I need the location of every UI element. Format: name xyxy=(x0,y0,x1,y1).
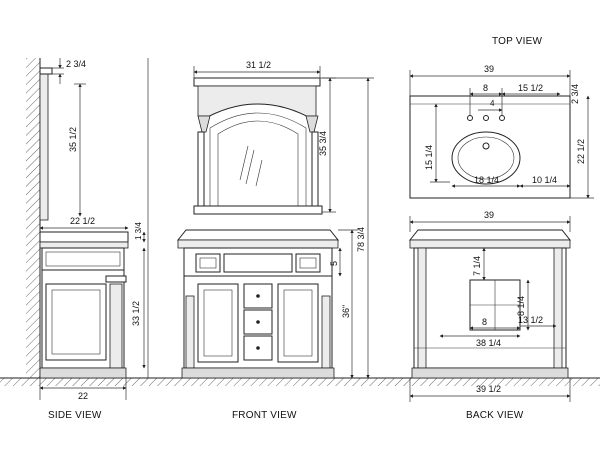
floor-line xyxy=(0,377,600,386)
back-width-label: 39 xyxy=(484,210,494,220)
top-width-label: 39 xyxy=(484,64,494,74)
back-opening-right-label: 13 1/2 xyxy=(518,315,543,325)
top-sink-width-label: 18 1/4 xyxy=(474,175,499,185)
front-view-drawing xyxy=(176,77,340,379)
top-sink-depth-left-label: 15 1/4 xyxy=(424,145,434,170)
top-sink-right-label: 10 1/4 xyxy=(532,175,557,185)
side-view-label: SIDE VIEW xyxy=(48,410,102,421)
side-cabinet-height-label: 33 1/2 xyxy=(131,301,141,326)
side-base-depth-label: 22 xyxy=(78,391,88,401)
back-opening-height-label: 8 1/4 xyxy=(516,296,526,316)
front-mirror-width-label: 31 1/2 xyxy=(246,60,271,70)
back-dimensions: 39 7 1/4 8 1/4 8 13 1/2 38 1/4 39 1/2 xyxy=(409,210,571,402)
back-opening-width-label: 8 xyxy=(482,317,487,327)
front-total-height-label: 78 3/4 xyxy=(356,227,366,252)
front-mirror-frame-height-label: 35 3/4 xyxy=(318,131,328,156)
front-counter-height-label: 36" xyxy=(341,305,351,318)
top-faucet-offset-label: 15 1/2 xyxy=(518,83,543,93)
back-view-drawing xyxy=(408,229,572,379)
side-top-offset-label: 2 3/4 xyxy=(66,59,86,69)
back-view-label: BACK VIEW xyxy=(466,410,524,421)
side-mirror-height-label: 35 1/2 xyxy=(68,127,78,152)
front-dimensions: 31 1/2 35 3/4 78 3/4 5 36" xyxy=(193,60,374,379)
top-view-label: TOP VIEW xyxy=(492,36,542,47)
front-drawer-height-label: 5 xyxy=(329,261,339,266)
top-faucet-spread-label: 8 xyxy=(483,83,488,93)
top-dimensions: 39 8 15 1/2 2 3/4 4 15 1/4 22 1/2 18 1/4… xyxy=(409,64,594,199)
top-backsplash-label: 2 3/4 xyxy=(570,84,580,104)
front-view-label: FRONT VIEW xyxy=(232,410,297,421)
side-view-drawing xyxy=(26,58,129,379)
side-counter-depth-label: 22 1/2 xyxy=(70,216,95,226)
back-opening-left-label: 38 1/4 xyxy=(476,338,501,348)
back-total-width-label: 39 1/2 xyxy=(476,384,501,394)
side-dimensions: 2 3/4 35 1/2 22 1/2 1 3/4 33 1/2 22 xyxy=(39,58,149,401)
side-top-thickness-label: 1 3/4 xyxy=(134,222,143,240)
back-opening-top-label: 7 1/4 xyxy=(472,256,482,276)
top-hole-center-label: 4 xyxy=(490,99,495,108)
top-depth-label: 22 1/2 xyxy=(576,139,586,164)
